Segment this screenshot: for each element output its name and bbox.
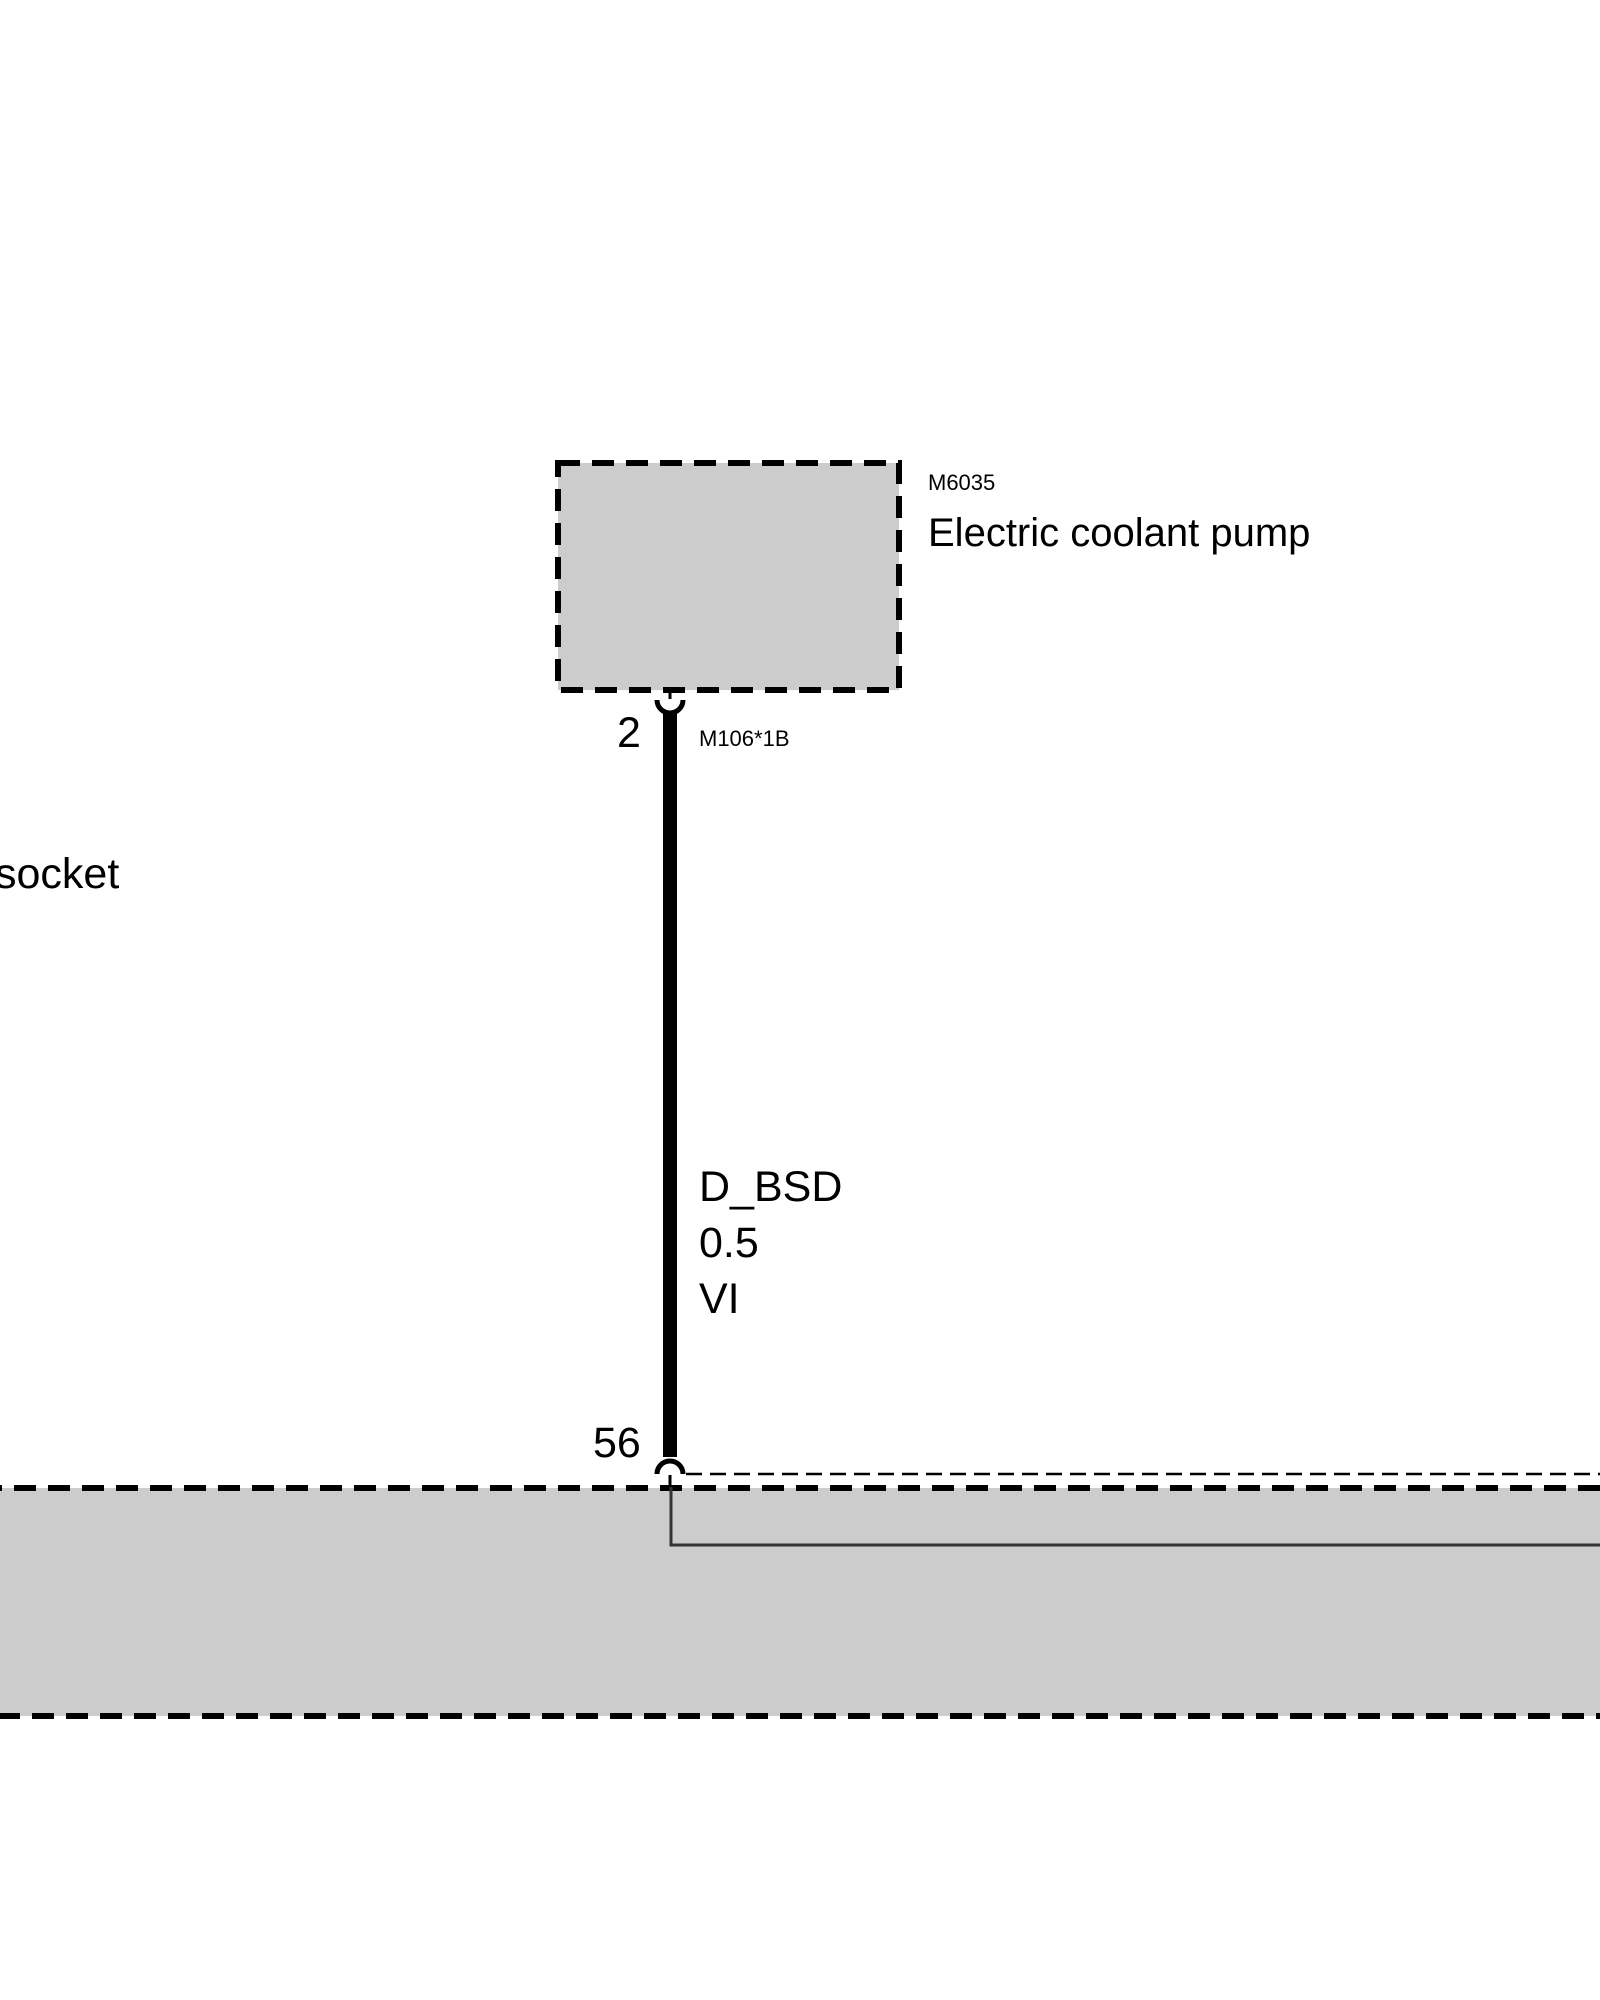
wire-cross-section-label: 0.5 (699, 1219, 759, 1267)
pump-component-box[interactable] (555, 460, 902, 693)
pump-name-label: Electric coolant pump (928, 511, 1310, 555)
control-unit-pin-number: 56 (593, 1419, 641, 1467)
pump-code-label: M6035 (928, 470, 995, 495)
control-unit-internal-line (669, 1487, 1600, 1547)
pump-connector-label: M106*1B (699, 726, 790, 751)
wire-color-label: VI (699, 1275, 740, 1323)
offscreen-component-label: socket (0, 850, 119, 898)
control-unit-box[interactable] (0, 1485, 1600, 1719)
pump-pin-number: 2 (617, 709, 641, 757)
pin-2-connector-cap[interactable] (654, 699, 686, 716)
pin-56-connector-cap[interactable] (654, 1458, 686, 1475)
wire-signal-label: D_BSD (699, 1163, 842, 1211)
